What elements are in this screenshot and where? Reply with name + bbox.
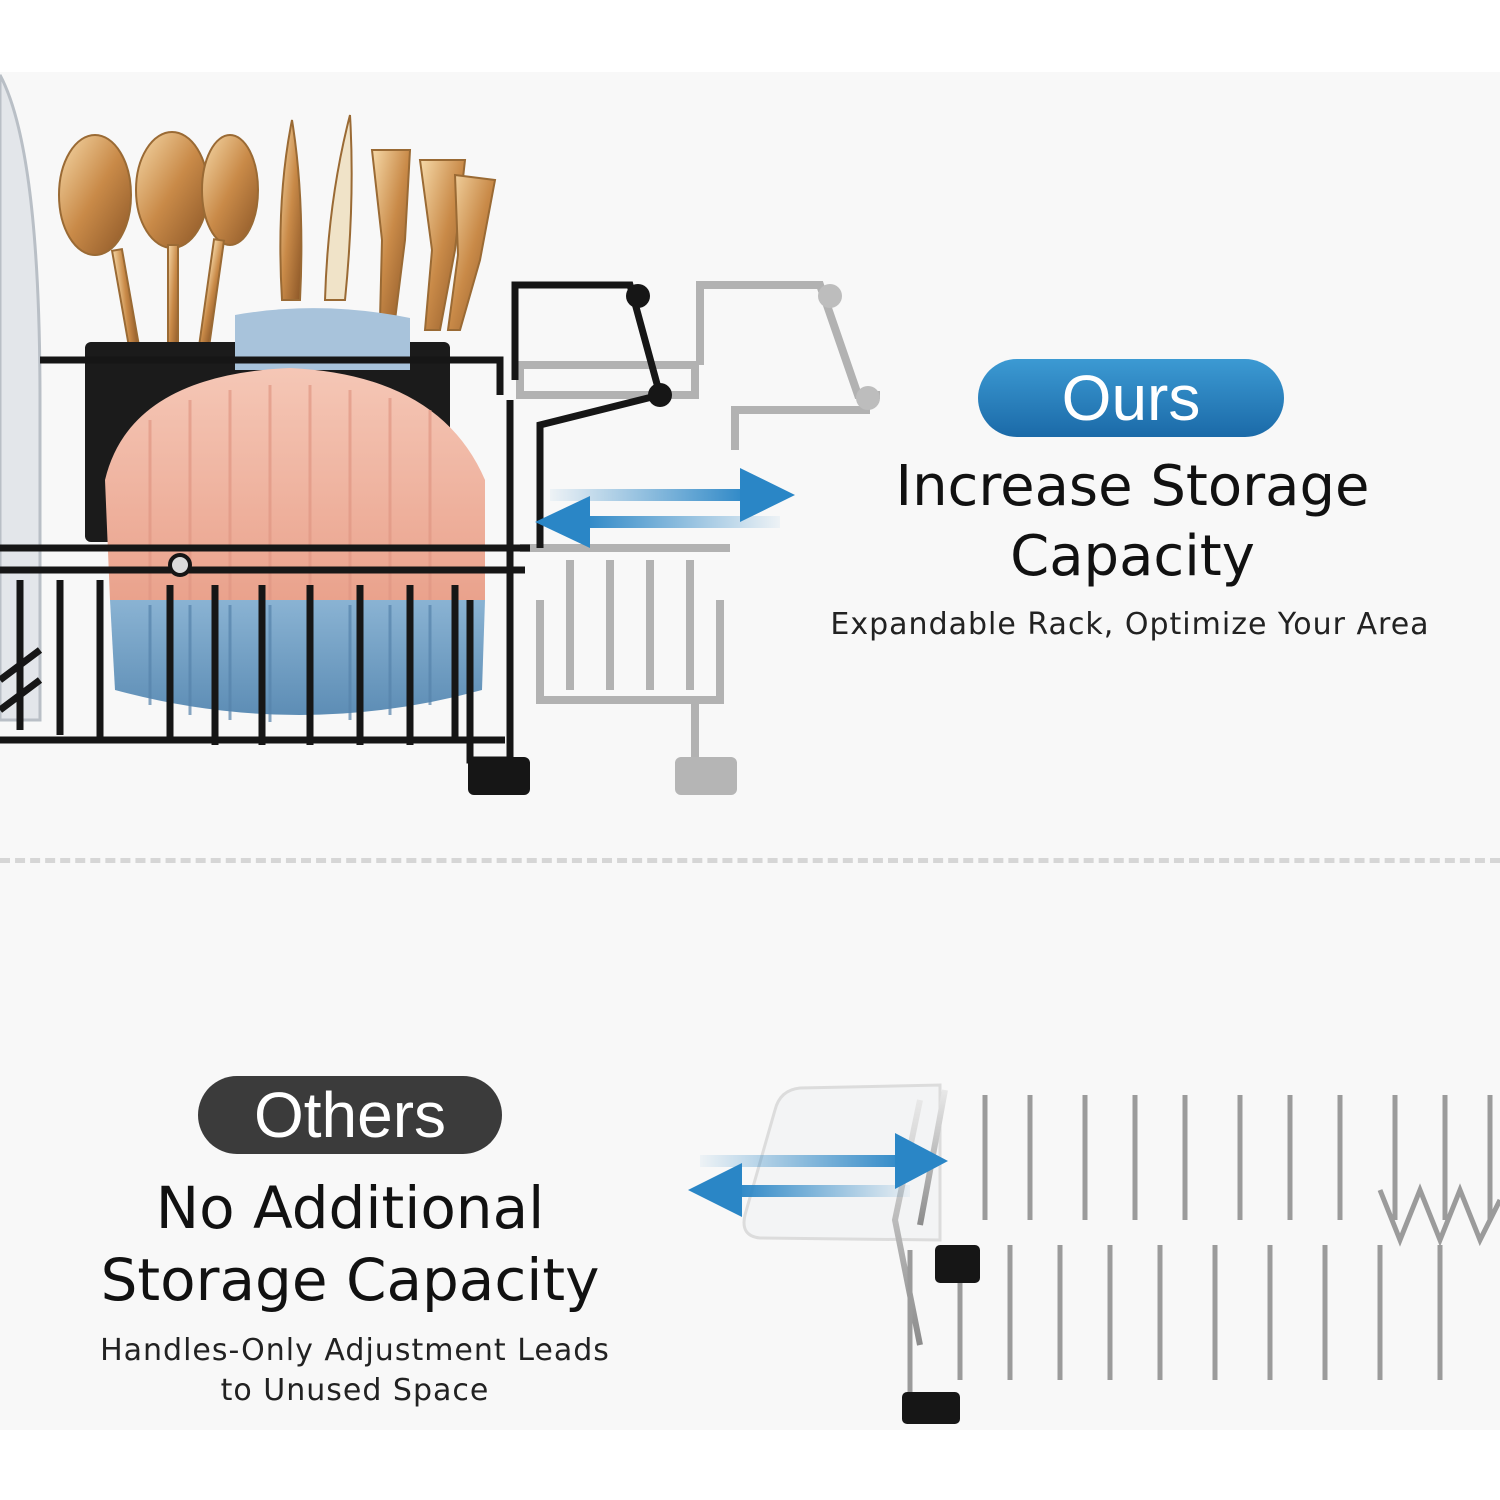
others-heading-line2: Storage Capacity: [100, 1246, 600, 1314]
ours-heading: Increase Storage Capacity: [880, 452, 1385, 592]
section-divider: [0, 858, 1500, 863]
others-heading: No Additional Storage Capacity: [60, 1172, 640, 1316]
ours-subtitle: Expandable Rack, Optimize Your Area: [830, 607, 1430, 642]
others-subtitle: Handles-Only Adjustment Leads to Unused …: [70, 1331, 640, 1411]
others-badge: Others: [198, 1076, 502, 1154]
others-badge-label: Others: [253, 1079, 447, 1151]
others-subtitle-line1: Handles-Only Adjustment Leads: [100, 1333, 610, 1368]
standard-rack-image: [742, 1082, 1500, 1424]
ours-heading-line1: Increase Storage: [895, 454, 1370, 519]
others-subtitle-line2: to Unused Space: [220, 1373, 490, 1408]
expandable-rack-image: [0, 74, 880, 795]
others-heading-line1: No Additional: [155, 1174, 545, 1242]
expand-arrows-ours: [535, 468, 795, 548]
ours-badge-label: Ours: [1061, 362, 1201, 434]
ours-badge: Ours: [978, 359, 1284, 437]
ours-heading-line2: Capacity: [1010, 524, 1255, 589]
expand-arrows-others: [688, 1133, 948, 1217]
